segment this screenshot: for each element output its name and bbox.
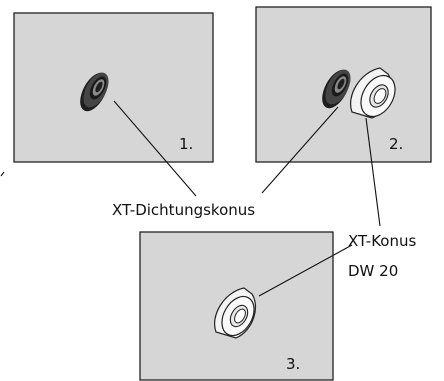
label-xt-dichtungskonus: XT-Dichtungskonus: [112, 201, 255, 219]
small-tick-mark: [0, 171, 5, 177]
leader-line-konus-3: [258, 244, 353, 297]
leader-line-dichtungskonus-1: [113, 100, 197, 197]
label-dw-20: DW 20: [348, 262, 398, 280]
label-xt-konus: XT-Konus: [348, 232, 416, 250]
leader-line-konus-2: [365, 117, 381, 227]
white-cone-part-3: [214, 287, 257, 339]
leader-line-dichtungskonus-2: [261, 106, 339, 194]
sealing-cone-part-2: [322, 69, 351, 109]
sealing-cone-part-1: [80, 72, 109, 112]
step-label-3: 3.: [286, 355, 300, 373]
panel-1-background: [13, 12, 214, 163]
white-cone-part-2: [350, 67, 396, 119]
step-label-1: 1.: [179, 135, 193, 153]
panel-step-1: 1.: [13, 12, 214, 163]
step-label-2: 2.: [389, 135, 403, 153]
leader-lines: [0, 100, 381, 297]
panel-step-3: 3.: [139, 231, 334, 381]
panel-step-2: 2.: [255, 6, 432, 163]
